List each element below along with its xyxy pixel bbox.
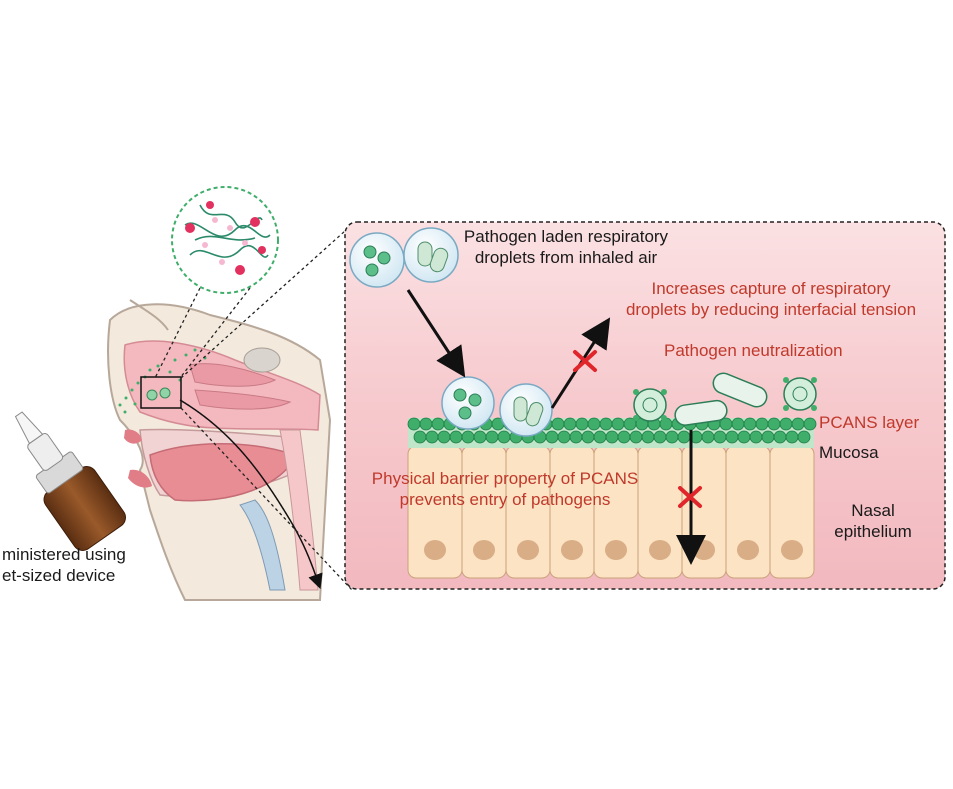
nanoparticle-network-icon <box>171 186 279 294</box>
increases-capture-line-2: droplets by reducing interfacial tension <box>625 300 917 319</box>
physical-barrier-label: Physical barrier property of PCANS preve… <box>350 468 660 510</box>
nasal-epithelium-line-2: epithelium <box>834 522 912 541</box>
physical-barrier-line-2: prevents entry of pathogens <box>399 490 611 509</box>
bacterium-icon <box>674 372 768 426</box>
pathogen-laden-label: Pathogen laden respiratory droplets from… <box>436 226 696 268</box>
increases-capture-label: Increases capture of respiratory droplet… <box>596 278 946 320</box>
pathogen-laden-line-1: Pathogen laden respiratory <box>463 227 669 246</box>
pathogen-neutralization-label: Pathogen neutralization <box>664 341 843 360</box>
zoom-connectors <box>154 221 356 591</box>
administered-line-1: ministered using <box>2 545 126 564</box>
pcans-layer-label: PCANS layer <box>819 413 920 432</box>
administered-line-2: et-sized device <box>2 566 116 585</box>
head-anatomy <box>107 299 332 601</box>
increases-capture-line-1: Increases capture of respiratory <box>651 279 891 298</box>
block-x-icon <box>573 350 702 508</box>
administered-label: ministered using et-sized device <box>2 544 126 586</box>
nasal-epithelium-line-1: Nasal <box>851 501 895 520</box>
mucosa-label: Mucosa <box>819 443 879 462</box>
physical-barrier-line-1: Physical barrier property of PCANS <box>371 469 639 488</box>
virus-icon <box>633 377 817 422</box>
nasal-epithelium-label: Nasal epithelium <box>818 500 928 542</box>
respiratory-droplet-icon <box>349 227 553 437</box>
nasal-spray-bottle-icon <box>14 411 126 551</box>
epithelium-cells <box>407 445 815 579</box>
zoom-panel <box>344 221 946 590</box>
pathogen-laden-line-2: droplets from inhaled air <box>474 248 658 267</box>
